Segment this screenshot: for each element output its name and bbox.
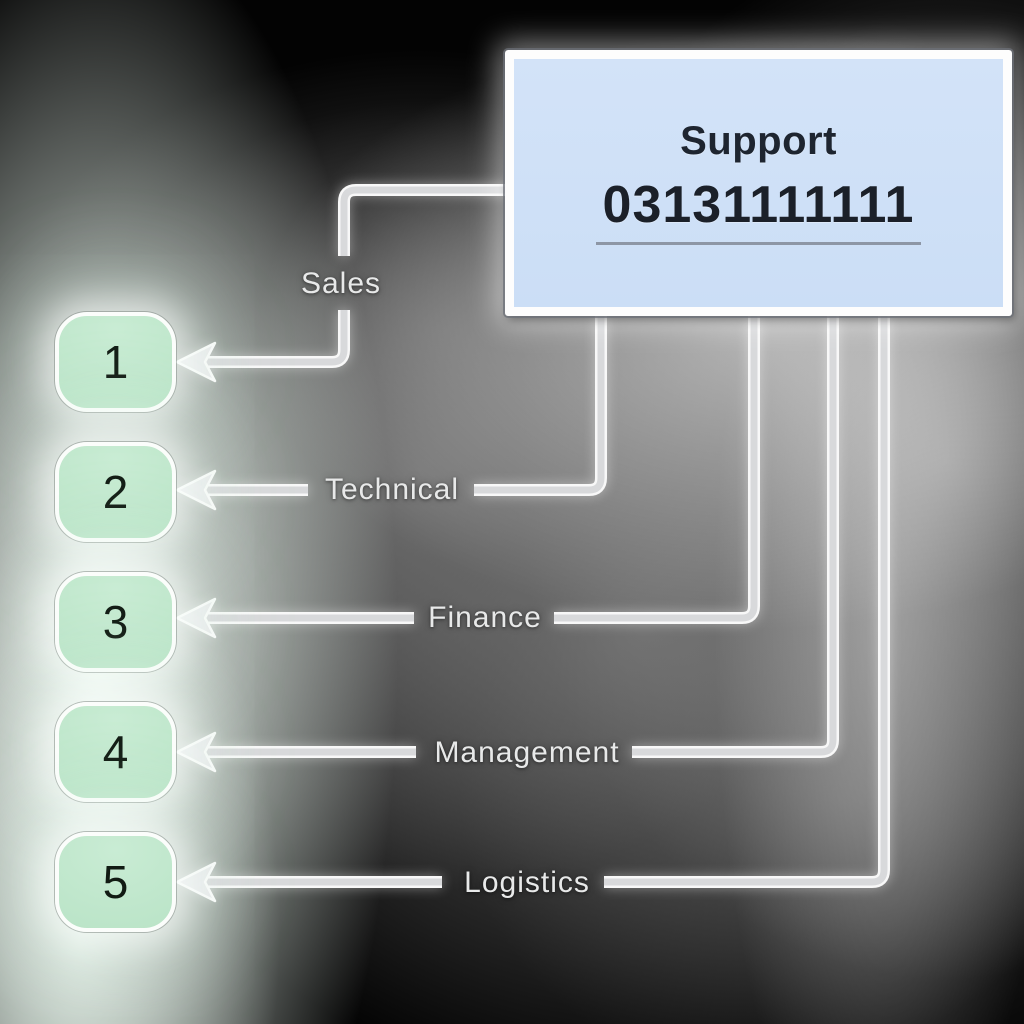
logistics-arrowhead-icon <box>175 861 217 903</box>
extension-4-number: 4 <box>102 726 129 778</box>
finance-arrowhead-icon <box>175 597 217 639</box>
finance-connector-upper <box>554 310 760 624</box>
management-connector-upper <box>632 310 839 758</box>
extension-node-1: 1 <box>55 312 176 412</box>
management-arrowhead-icon <box>175 731 217 773</box>
extension-node-4: 4 <box>55 702 176 802</box>
extension-node-5: 5 <box>55 832 176 932</box>
extension-node-3: 3 <box>55 572 176 672</box>
sales-connector-upper-core <box>340 186 510 256</box>
logistics-connector-upper-core <box>604 310 888 886</box>
connector-label-sales: Sales <box>300 267 382 300</box>
connector-label-technical: Technical <box>324 473 460 506</box>
finance-connector-upper-core <box>554 310 758 622</box>
extension-node-2: 2 <box>55 442 176 542</box>
management-connector-upper-core <box>632 310 837 756</box>
sales-connector-lower-core <box>206 310 348 366</box>
sales-arrowhead-icon <box>175 341 217 383</box>
connector-label-logistics: Logistics <box>464 866 590 899</box>
connector-label-management: Management <box>434 736 620 769</box>
support-hub-card: Support 03131111111 <box>505 50 1012 316</box>
technical-arrowhead-icon <box>175 469 217 511</box>
hub-phone-number: 03131111111 <box>595 179 922 245</box>
extension-3-number: 3 <box>102 596 129 648</box>
technical-connector-upper <box>474 310 607 496</box>
extension-2-number: 2 <box>102 466 129 518</box>
sales-connector-upper <box>338 184 510 256</box>
logistics-connector-upper <box>604 310 890 888</box>
sales-connector-lower <box>206 310 350 368</box>
extension-5-number: 5 <box>102 856 129 908</box>
connector-label-finance: Finance <box>428 601 542 634</box>
hub-title: Support <box>680 119 837 163</box>
technical-connector-upper-core <box>474 310 605 494</box>
extension-1-number: 1 <box>102 336 129 388</box>
